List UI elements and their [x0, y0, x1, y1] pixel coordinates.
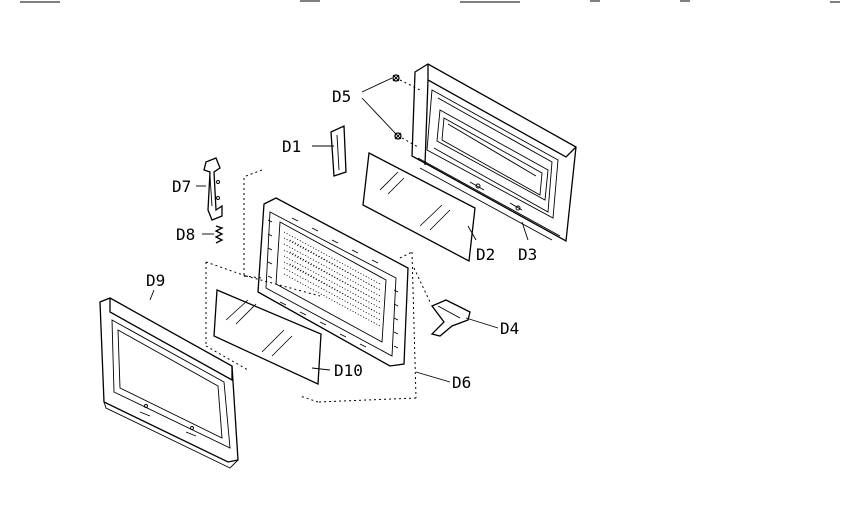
part-labels: D5 D1 D7 D8 D2 D3 D9 D4 D10 D6 — [146, 87, 537, 392]
part-d2-glass-panel — [362, 151, 476, 263]
part-d3-outer-frame — [411, 63, 577, 243]
part-d9-front-frame — [99, 297, 239, 469]
label-d6: D6 — [452, 373, 471, 392]
top-edge-fragments — [20, 0, 840, 3]
label-d3: D3 — [518, 245, 537, 264]
part-d7-hinge — [203, 157, 223, 221]
part-d10-glass-panel — [205, 261, 322, 385]
label-d5: D5 — [332, 87, 351, 106]
leader-lines — [149, 77, 529, 383]
label-d1: D1 — [282, 137, 301, 156]
part-d5-screws — [392, 74, 421, 148]
part-d6-inner-panel — [243, 169, 417, 403]
part-d4-latch — [413, 267, 471, 337]
label-d9: D9 — [146, 271, 165, 290]
label-d2: D2 — [476, 245, 495, 264]
mesh-pattern — [283, 231, 381, 327]
part-d1-strip — [330, 125, 347, 177]
label-d7: D7 — [172, 177, 191, 196]
label-d4: D4 — [500, 319, 519, 338]
label-d10: D10 — [334, 361, 363, 380]
label-d8: D8 — [176, 225, 195, 244]
part-d8-spring — [214, 225, 224, 244]
